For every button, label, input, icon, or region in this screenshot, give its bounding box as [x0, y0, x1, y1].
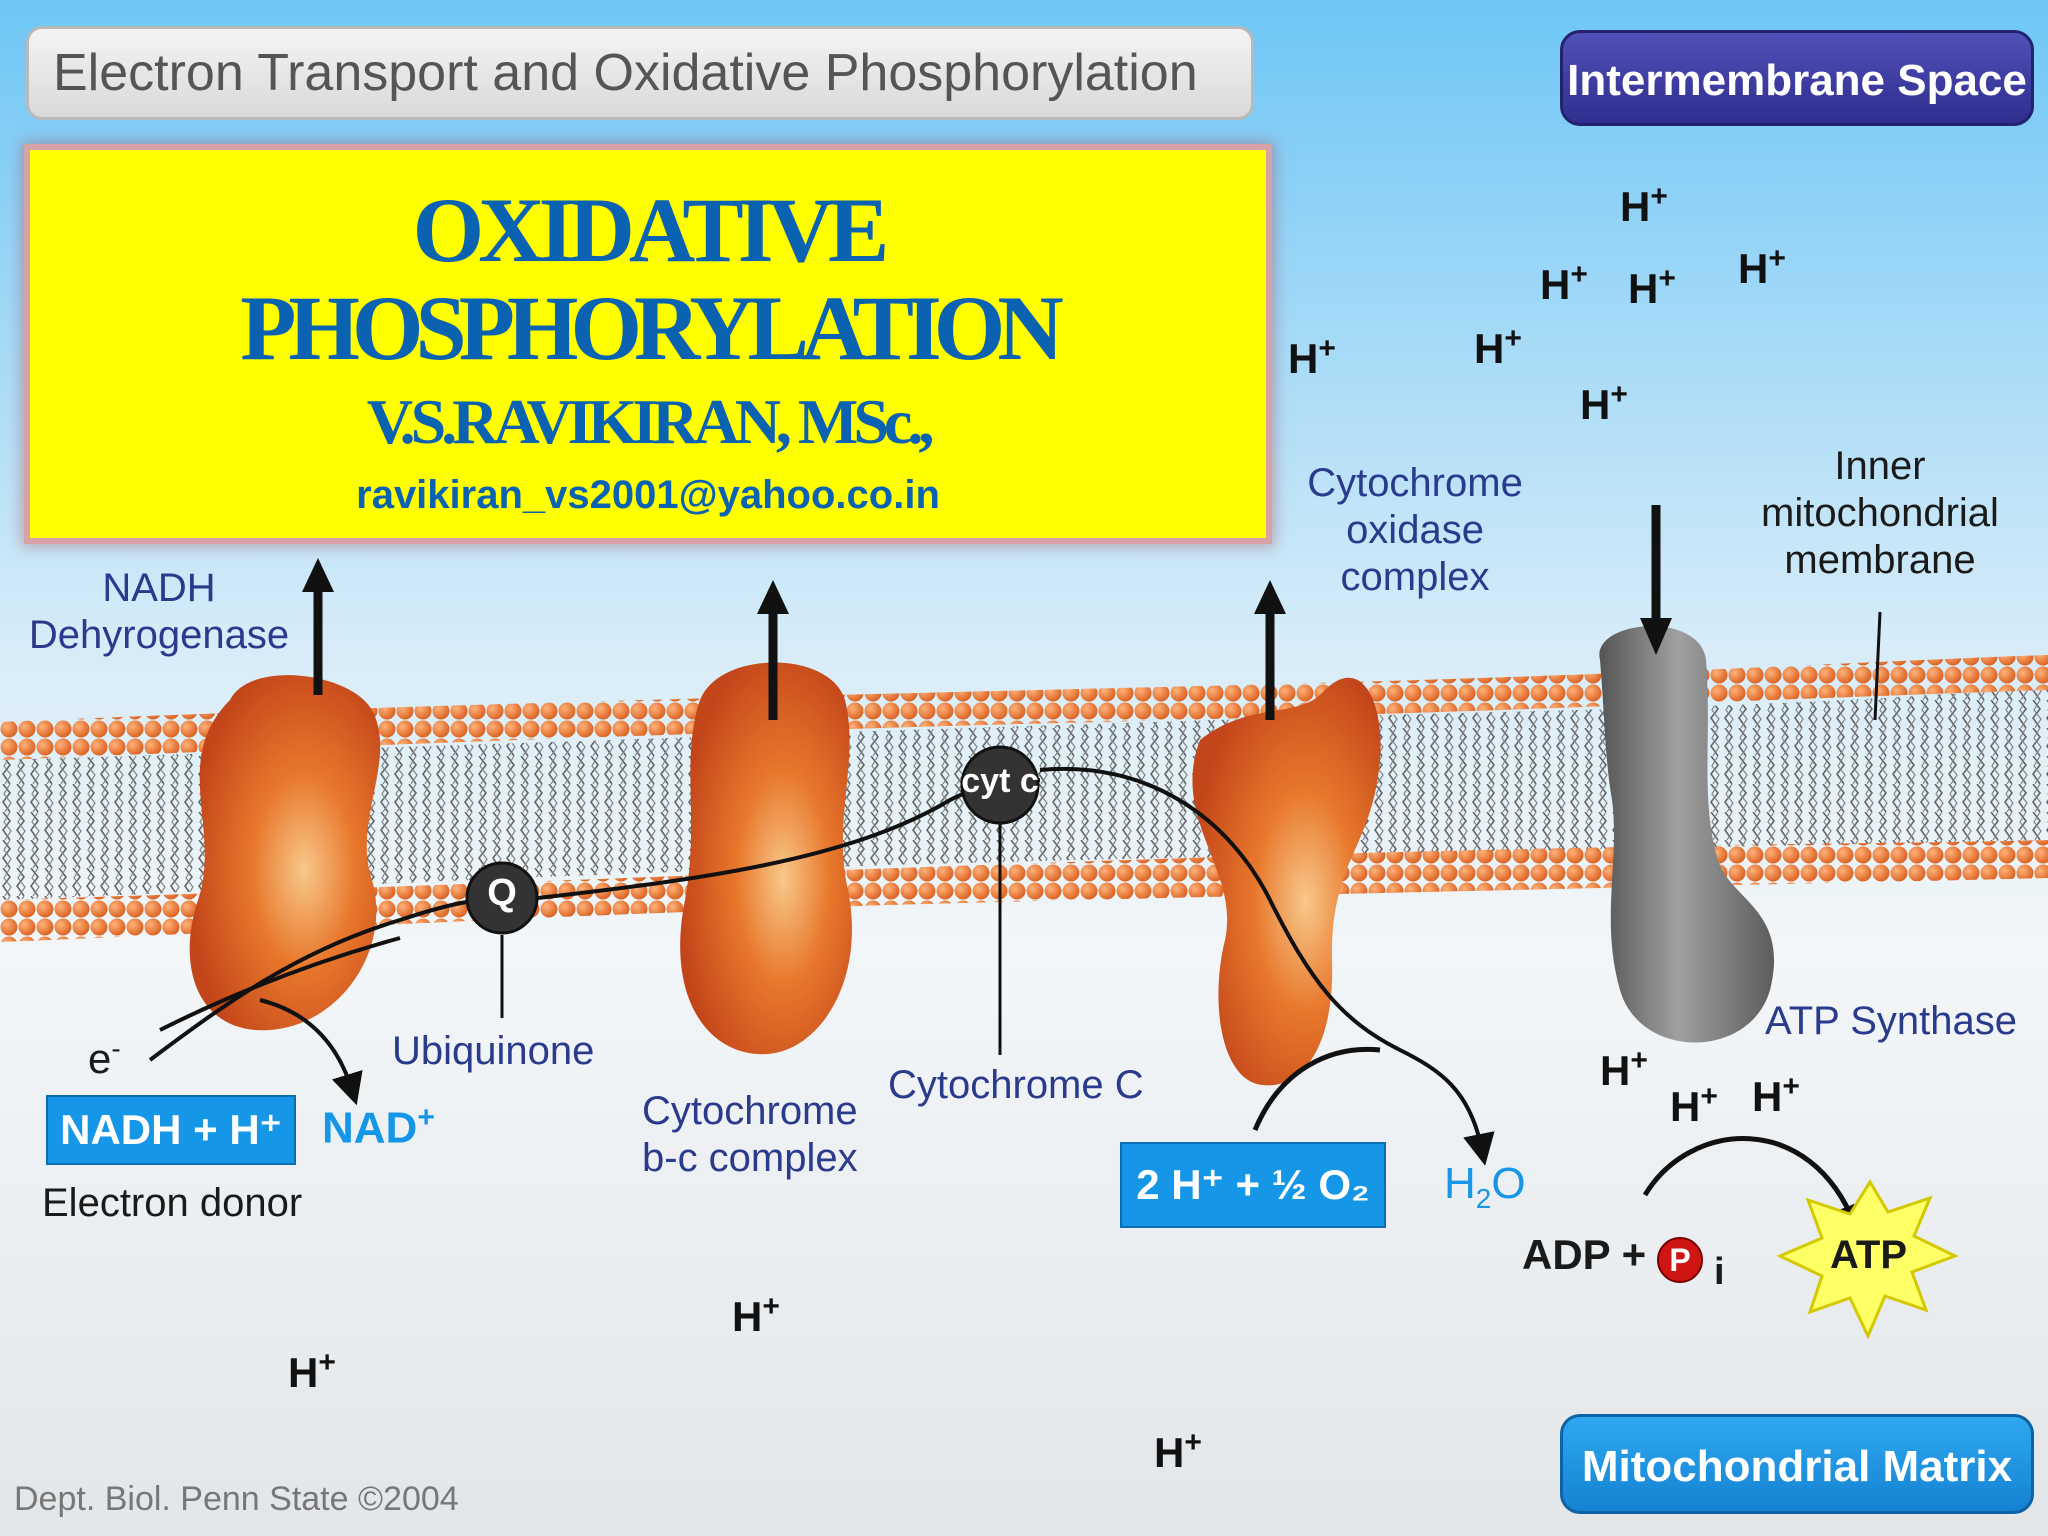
diagram-title: Electron Transport and Oxidative Phospho… [53, 44, 1198, 102]
proton-label: H+ [1288, 332, 1336, 382]
electron-charge: - [111, 1033, 121, 1064]
nadh-dehydrogenase-label-line2: Dehyrogenase [28, 613, 290, 658]
diagram-title-bar: Electron Transport and Oxidative Phospho… [26, 26, 1254, 120]
water-o: O [1491, 1159, 1526, 1208]
cytochrome-c-label: Cytochrome C [888, 1063, 1144, 1107]
title-card-line1: OXIDATIVE [412, 179, 890, 281]
cytochrome-oxidase-label-line2: oxidase [1346, 508, 1484, 553]
nadh-dehydrogenase-label: NADH Dehyrogenase [24, 565, 294, 659]
proton-label: H+ [1670, 1080, 1718, 1130]
nad-charge: + [417, 1101, 435, 1134]
ubiquinone-q-label: Q [487, 872, 517, 914]
proton-label: H+ [732, 1290, 780, 1340]
water-h: H [1444, 1159, 1476, 1208]
nad-text: NAD [322, 1103, 418, 1153]
atp-synthase-protein [1599, 626, 1775, 1043]
proton-label: H+ [288, 1346, 336, 1396]
cytochrome-bc-label-line1: Cytochrome [642, 1089, 858, 1133]
proton-pump-arrows [302, 505, 1672, 720]
cytochrome-bc-label-line2: b-c complex [642, 1136, 858, 1181]
adp-label: ADP + [1522, 1231, 1647, 1278]
ubiquinone-carrier [465, 861, 539, 935]
author-name: V.S.RAVIKIRAN, MSc., [366, 386, 935, 457]
water-label: H2O [1444, 1158, 1526, 1215]
proton-label: H+ [1620, 180, 1668, 230]
phosphate-letter: P [1669, 1242, 1691, 1278]
cytochrome-oxidase-label: Cytochrome oxidase complex [1290, 460, 1540, 602]
inner-membrane-label-line3: membrane [1784, 538, 1976, 583]
inner-membrane-label-line2: mitochondrial [1761, 491, 1999, 536]
nadh-dehydrogenase-label-line1: NADH [102, 566, 216, 610]
cytochrome-oxidase-label-line1: Cytochrome [1307, 461, 1523, 505]
ubiquinone-label: Ubiquinone [392, 1029, 595, 1073]
atp-label: ATP [1830, 1233, 1908, 1277]
proton-label: H+ [1628, 262, 1676, 312]
water-subscript: 2 [1475, 1182, 1492, 1214]
atp-burst [1776, 1179, 1959, 1340]
title-card-line2: PHOSPHORYLATION [240, 277, 1064, 379]
proton-label: H+ [1738, 242, 1786, 292]
cytochrome-bc-label: Cytochrome b-c complex [642, 1088, 858, 1182]
intermembrane-space-tag: Intermembrane Space [1560, 30, 2034, 126]
oxygen-reaction-box: 2 H⁺ + ½ O₂ [1120, 1142, 1386, 1228]
proton-label: H+ [1752, 1070, 1800, 1120]
title-card: OXIDATIVE PHOSPHORYLATION V.S.RAVIKIRAN,… [30, 150, 1266, 538]
nad-label: NAD+ [322, 1100, 435, 1155]
mitochondrial-matrix-tag: Mitochondrial Matrix [1560, 1414, 2034, 1514]
author-email: ravikiran_vs2001@yahoo.co.in [356, 473, 940, 517]
electron-symbol: e [88, 1035, 112, 1082]
proton-label: H+ [1474, 322, 1522, 372]
cytochrome-bc-complex-protein [680, 662, 852, 1055]
atp-synthase-label: ATP Synthase [1765, 999, 2017, 1043]
cytochrome-c-carrier [960, 745, 1040, 825]
phosphate-circle [1657, 1237, 1703, 1283]
nadh-dehydrogenase-protein [189, 675, 381, 1031]
electron-label: e- [88, 1032, 121, 1084]
proton-label: H+ [1600, 1044, 1648, 1094]
cyt-c-carrier-label: cyt c [961, 762, 1039, 800]
proton-label: H+ [1540, 258, 1588, 308]
credit-text: Dept. Biol. Penn State ©2004 [14, 1480, 459, 1518]
electron-donor-label: Electron donor [42, 1181, 303, 1225]
phosphate-i: i [1714, 1251, 1725, 1293]
inner-membrane-label: Inner mitochondrial membrane [1740, 443, 2020, 585]
proton-label: H+ [1580, 378, 1628, 428]
proton-label: H+ [1154, 1426, 1202, 1476]
cytochrome-oxidase-protein [1192, 677, 1381, 1086]
cytochrome-oxidase-label-line3: complex [1340, 555, 1490, 600]
nadh-h-box: NADH + H⁺ [46, 1095, 296, 1165]
inner-membrane-label-line1: Inner [1834, 444, 1926, 488]
